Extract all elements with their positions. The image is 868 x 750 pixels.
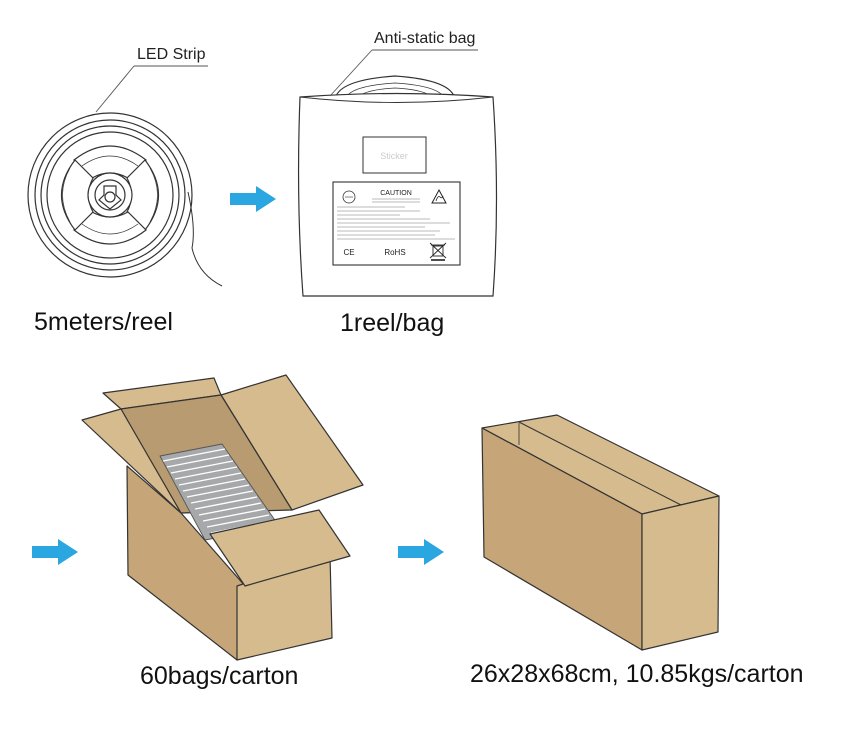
closed-carton-caption: 26x28x68cm, 10.85kgs/carton	[470, 660, 804, 688]
bag-callout-leader	[329, 49, 478, 97]
arrow-right-icon	[32, 539, 78, 565]
ce-mark: CE	[343, 248, 354, 257]
sticker-label: Sticker	[380, 151, 408, 161]
open-carton-caption: 60bags/carton	[140, 662, 299, 690]
reel-caption: 5meters/reel	[34, 308, 173, 336]
arrow-right-icon	[398, 539, 444, 565]
arrow-right-icon	[230, 186, 276, 212]
weee-bin-icon	[429, 242, 447, 261]
bag-caption: 1reel/bag	[340, 309, 445, 337]
carton-contents	[159, 443, 280, 541]
esd-warning-icon	[431, 188, 447, 204]
led-reel	[27, 112, 223, 287]
rohs-mark: RoHS	[384, 248, 405, 257]
led-strip-callout: LED Strip	[137, 46, 206, 63]
anti-static-bag-callout: Anti-static bag	[374, 30, 476, 47]
anti-static-bag	[297, 75, 498, 297]
led-strip-callout-leader	[95, 65, 208, 113]
closed-carton	[481, 414, 720, 651]
open-carton	[81, 374, 364, 661]
caution-heading: CAUTION	[380, 190, 412, 197]
